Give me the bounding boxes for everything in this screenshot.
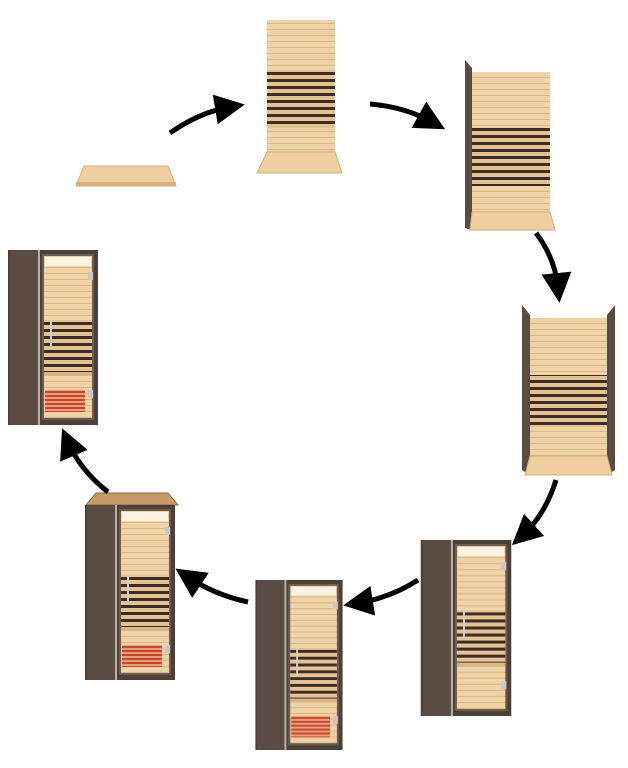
arrow-icon — [511, 479, 559, 546]
arrow-icon — [343, 577, 420, 616]
step-4-three-walls — [522, 305, 615, 476]
step-6-heater — [255, 580, 342, 750]
step-1-floor — [75, 165, 177, 187]
step-3-side-wall — [465, 60, 556, 231]
step-8-complete — [8, 250, 98, 425]
arrow-icon — [534, 231, 572, 303]
arrow-icon — [369, 101, 446, 130]
arrow-icon — [175, 568, 249, 605]
arrow-icon — [168, 94, 245, 136]
step-7-roof — [84, 492, 180, 680]
step-5-front-door — [420, 540, 512, 716]
arrow-icon — [60, 428, 110, 494]
sequence-arrows — [60, 94, 572, 616]
step-2-back-wall — [256, 20, 343, 174]
